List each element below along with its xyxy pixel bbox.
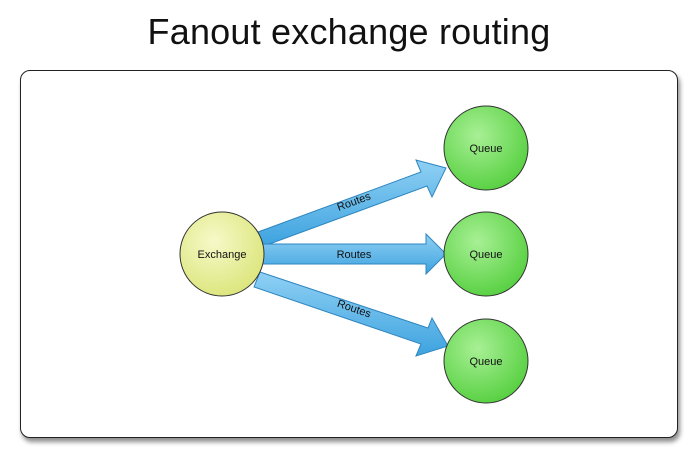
route-label-middle: Routes bbox=[337, 249, 372, 261]
queue-label-top: Queue bbox=[469, 143, 502, 155]
route-arrow-top bbox=[257, 159, 447, 247]
queue-node-top: Queue bbox=[443, 105, 529, 191]
diagram-title: Fanout exchange routing bbox=[147, 11, 551, 52]
queue-label-middle: Queue bbox=[469, 249, 502, 261]
queue-node-bottom: Queue bbox=[443, 318, 529, 404]
route-arrow-middle bbox=[261, 232, 447, 276]
route-arrow-bottom bbox=[253, 271, 449, 357]
queue-node-middle: Queue bbox=[443, 211, 529, 297]
queue-label-bottom: Queue bbox=[469, 356, 502, 368]
exchange-node: Exchange bbox=[179, 211, 265, 297]
exchange-label: Exchange bbox=[198, 249, 247, 261]
